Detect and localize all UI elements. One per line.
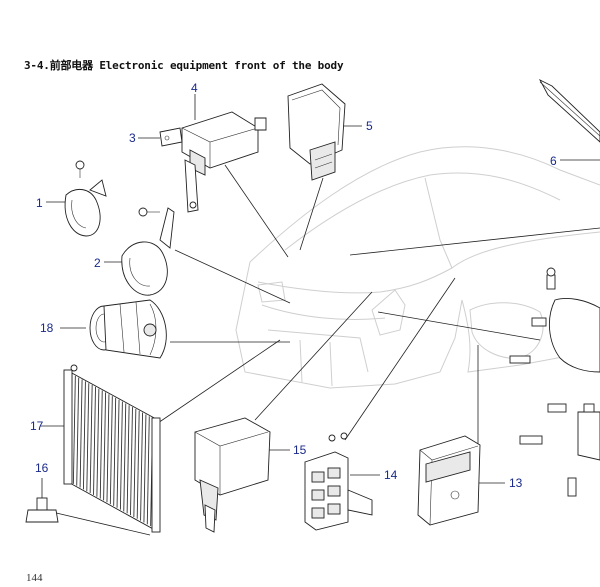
condenser-fin: [89, 385, 93, 494]
condenser-fin: [126, 405, 130, 514]
condenser-fin: [109, 396, 113, 505]
car-body-outline: [235, 146, 600, 389]
callout-15: 15: [293, 443, 307, 457]
condenser-fin: [136, 410, 140, 519]
ac-compressor-part-18: [89, 299, 167, 359]
condenser-fin: [79, 379, 83, 488]
condenser-fin: [140, 412, 144, 521]
condenser-fin: [93, 386, 96, 495]
condenser-fin: [106, 394, 110, 503]
callout-3: 3: [129, 131, 136, 145]
horn-part-2: [121, 207, 175, 296]
condenser-fin: [72, 375, 76, 484]
callout-1: 1: [36, 196, 43, 210]
callout-16: 16: [35, 461, 49, 475]
condenser-part-17: [63, 364, 161, 533]
condenser-fin: [82, 381, 86, 490]
condenser-fin: [116, 399, 120, 508]
condenser-fin: [130, 407, 133, 516]
wiper-arm-part-6: [538, 78, 600, 143]
condenser-fin: [143, 414, 147, 523]
fuse-box-part-15: [194, 417, 271, 533]
condenser-fin: [113, 397, 117, 506]
callout-4: 4: [191, 81, 198, 95]
page-number: 144: [26, 572, 43, 584]
condenser-fin: [96, 388, 100, 497]
ecu-box-part-13: [417, 435, 481, 526]
condenser-fin: [103, 392, 107, 501]
condenser-fin: [133, 408, 137, 517]
callout-5: 5: [366, 119, 373, 133]
right-edge-parts: [509, 267, 600, 497]
control-module-part-5: [287, 83, 346, 181]
condenser-fin: [146, 416, 150, 525]
condenser-fin: [86, 383, 90, 492]
sensor-part-16: [25, 497, 59, 523]
callout-17: 17: [30, 419, 44, 433]
callout-6: 6: [550, 154, 557, 168]
horn-part-1: [64, 160, 107, 237]
callout-13: 13: [509, 476, 523, 490]
callout-14: 14: [384, 468, 398, 482]
callout-2: 2: [94, 256, 101, 270]
condenser-fin: [76, 377, 80, 486]
leader-lines: [40, 94, 600, 536]
condenser-fin: [119, 401, 123, 510]
fuse-box-part-4: [159, 111, 267, 213]
condenser-fin: [99, 390, 103, 499]
condenser-fin: [123, 403, 127, 512]
callout-labels: 1 2 3 4 5 6 13 14 15 16 17 18: [30, 81, 557, 490]
callout-18: 18: [40, 321, 54, 335]
relay-box-part-14: [304, 432, 373, 531]
page-title: 3-4.前部电器 Electronic equipment front of t…: [24, 59, 344, 72]
